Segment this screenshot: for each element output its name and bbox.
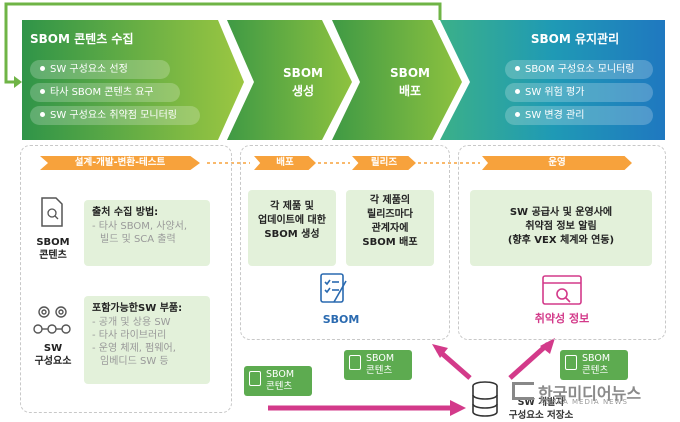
stage-deploy: 배포: [254, 156, 316, 170]
chevron-collect: [22, 20, 244, 140]
operate-box: SW 공급사 및 운영사에 취약점 정보 알림 (향후 VEX 체계와 연동): [470, 190, 652, 266]
region-dev: [20, 145, 232, 413]
stage-release: 릴리즈: [352, 156, 416, 170]
collect-method-box: 출처 수집 방법: - 타사 SBOM, 사양서, 빌드 및 SCA 출력: [84, 200, 210, 266]
watermark: 한국미디어뉴스 KOREA MEDIA NEWS: [512, 380, 678, 410]
stage-dev: 설계-개발-변환-테스트: [40, 156, 200, 170]
phase-maintain-title: SBOM 유지관리: [530, 32, 620, 46]
region-operate: [458, 145, 666, 340]
arrow-up-right: [508, 342, 550, 380]
collect-item-3: SW 구성요소 취약점 모니터링: [30, 106, 200, 125]
maintain-item-2: SW 위험 평가: [505, 83, 653, 102]
maintain-item-1: SBOM 구성요소 모니터링: [505, 60, 653, 79]
sw-parts-box: 포함가능한SW 부품: - 공개 및 상용 SW - 타사 라이브러리 - 운영…: [84, 296, 210, 384]
region-deploy-release: [240, 145, 450, 340]
chevron-create: [227, 20, 352, 140]
arrow-up-left: [436, 348, 472, 380]
maintain-item-3: SW 변경 관리: [505, 106, 653, 125]
chevron-maintain: [440, 20, 665, 140]
collect-item-2: 타사 SBOM 콘텐츠 요구: [30, 83, 180, 102]
chevron-deploy: [332, 20, 462, 140]
watermark-logo-icon: [512, 382, 534, 400]
sbom-icon-label: SBOM: [322, 313, 360, 326]
create-box: 각 제품 및 업데이트에 대한 SBOM 생성: [248, 190, 336, 266]
vulnerability-info-label: 취약성 정보: [534, 312, 590, 325]
release-box: 각 제품의 릴리즈마다 관계자에 SBOM 배포: [346, 190, 434, 266]
feedback-loop-line: [4, 2, 442, 84]
stage-operate: 운영: [482, 156, 632, 170]
collect-item-1: SW 구성요소 선정: [30, 60, 170, 79]
phase-collect-title: SBOM 콘텐츠 수집: [30, 32, 134, 46]
feedback-loop-arrowhead: [14, 76, 22, 88]
